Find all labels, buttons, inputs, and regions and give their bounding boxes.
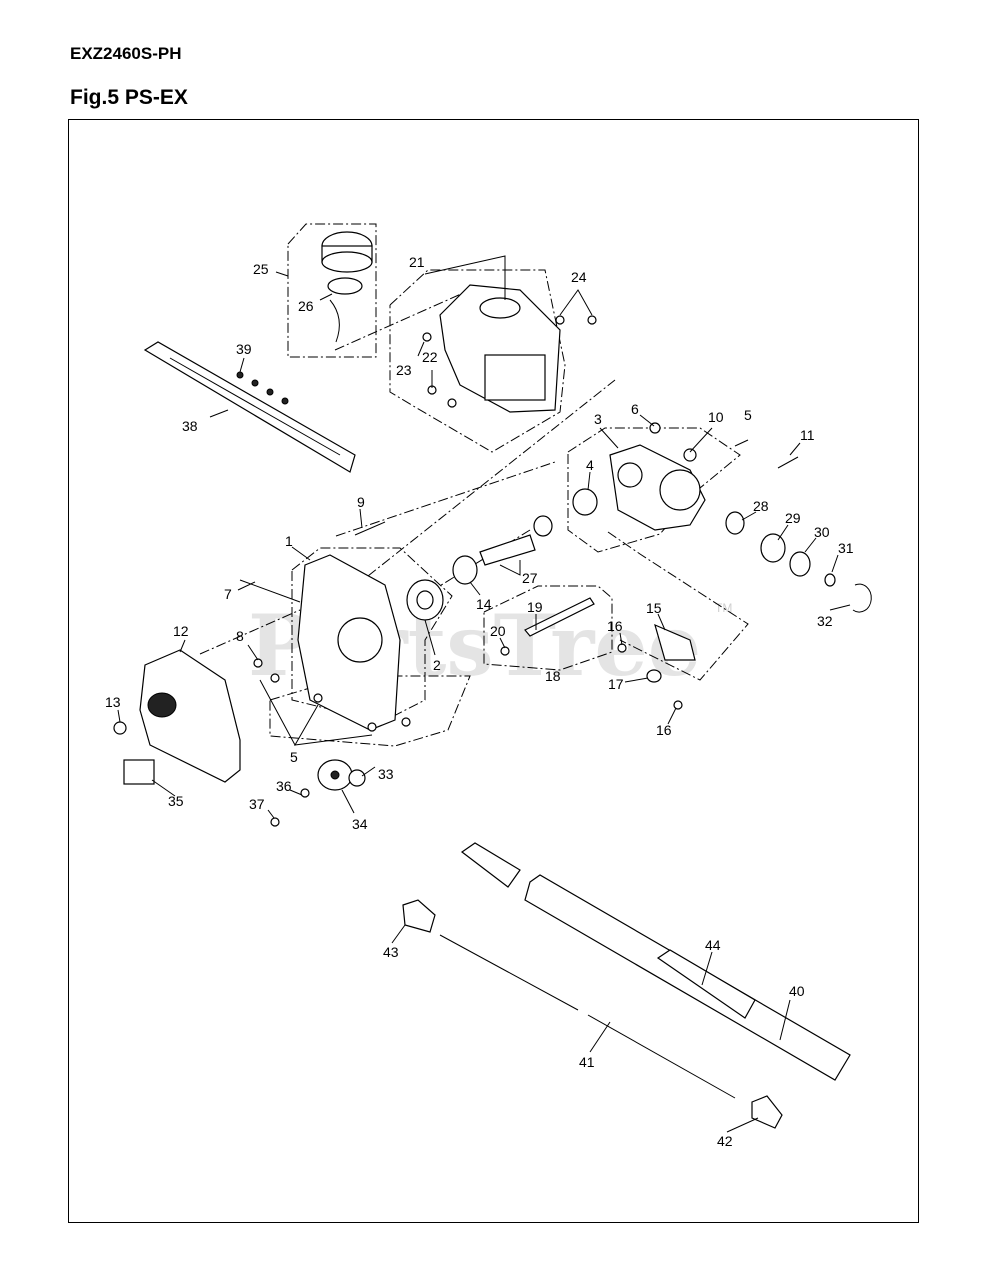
callout-15: 15 (646, 600, 662, 616)
callout-29: 29 (785, 510, 801, 526)
callout-5-cover-screws: 5 (290, 749, 298, 765)
diagram-frame (68, 119, 919, 1223)
callout-23: 23 (396, 362, 412, 378)
oil-tank-housing (439, 284, 561, 413)
callout-24: 24 (571, 269, 587, 285)
callout-12: 12 (173, 623, 189, 639)
callout-1: 1 (285, 533, 293, 549)
callout-6: 6 (631, 401, 639, 417)
callout-28: 28 (753, 498, 769, 514)
callout-25: 25 (253, 261, 269, 277)
callout-21: 21 (409, 254, 425, 270)
callout-26: 26 (298, 298, 314, 314)
callout-10: 10 (708, 409, 724, 425)
leader-lines (117, 255, 851, 1133)
callout-16-lower: 16 (656, 722, 672, 738)
callout-11: 11 (800, 427, 815, 443)
watermark-trademark: TM (715, 601, 732, 615)
callout-3: 3 (594, 411, 602, 427)
callout-34: 34 (352, 816, 368, 832)
callout-16-upper: 16 (607, 618, 623, 634)
callout-5-gear-screw: 5 (744, 407, 752, 423)
bar-plate (297, 554, 401, 731)
callout-numbers: 1 2 3 4 5 5 6 7 8 9 10 11 12 13 14 15 16… (105, 254, 854, 1149)
callout-19: 19 (527, 599, 543, 615)
callout-13: 13 (105, 694, 121, 710)
callout-39: 39 (236, 341, 252, 357)
callout-42: 42 (717, 1133, 733, 1149)
shaft-assembly (402, 842, 851, 1129)
callout-31: 31 (838, 540, 854, 556)
figure-title: Fig.5 PS-EX (70, 86, 188, 109)
label-sticker (123, 759, 155, 785)
callout-8: 8 (236, 628, 244, 644)
callout-14: 14 (476, 596, 492, 612)
callout-30: 30 (814, 524, 830, 540)
oil-cap-assembly (321, 231, 373, 343)
callout-2: 2 (433, 657, 441, 673)
callout-9: 9 (357, 494, 365, 510)
callout-33: 33 (378, 766, 394, 782)
callout-4: 4 (586, 457, 594, 473)
callout-22: 22 (422, 349, 438, 365)
guide-bar (143, 341, 356, 473)
model-number: EXZ2460S-PH (70, 44, 182, 63)
callout-32: 32 (817, 613, 833, 629)
callout-40: 40 (789, 983, 805, 999)
callout-37: 37 (249, 796, 265, 812)
callout-36: 36 (276, 778, 292, 794)
callout-7: 7 (224, 586, 232, 602)
drive-components (300, 488, 872, 798)
callout-43: 43 (383, 944, 399, 960)
chain-cover (139, 649, 241, 783)
callout-17: 17 (608, 676, 624, 692)
callout-27: 27 (522, 570, 538, 586)
gear-case (609, 444, 706, 531)
callout-44: 44 (705, 937, 721, 953)
callout-20: 20 (490, 623, 506, 639)
fasteners (113, 315, 799, 827)
callout-38: 38 (182, 418, 198, 434)
callout-18: 18 (545, 668, 561, 684)
callout-35: 35 (168, 793, 184, 809)
callout-41: 41 (579, 1054, 595, 1070)
